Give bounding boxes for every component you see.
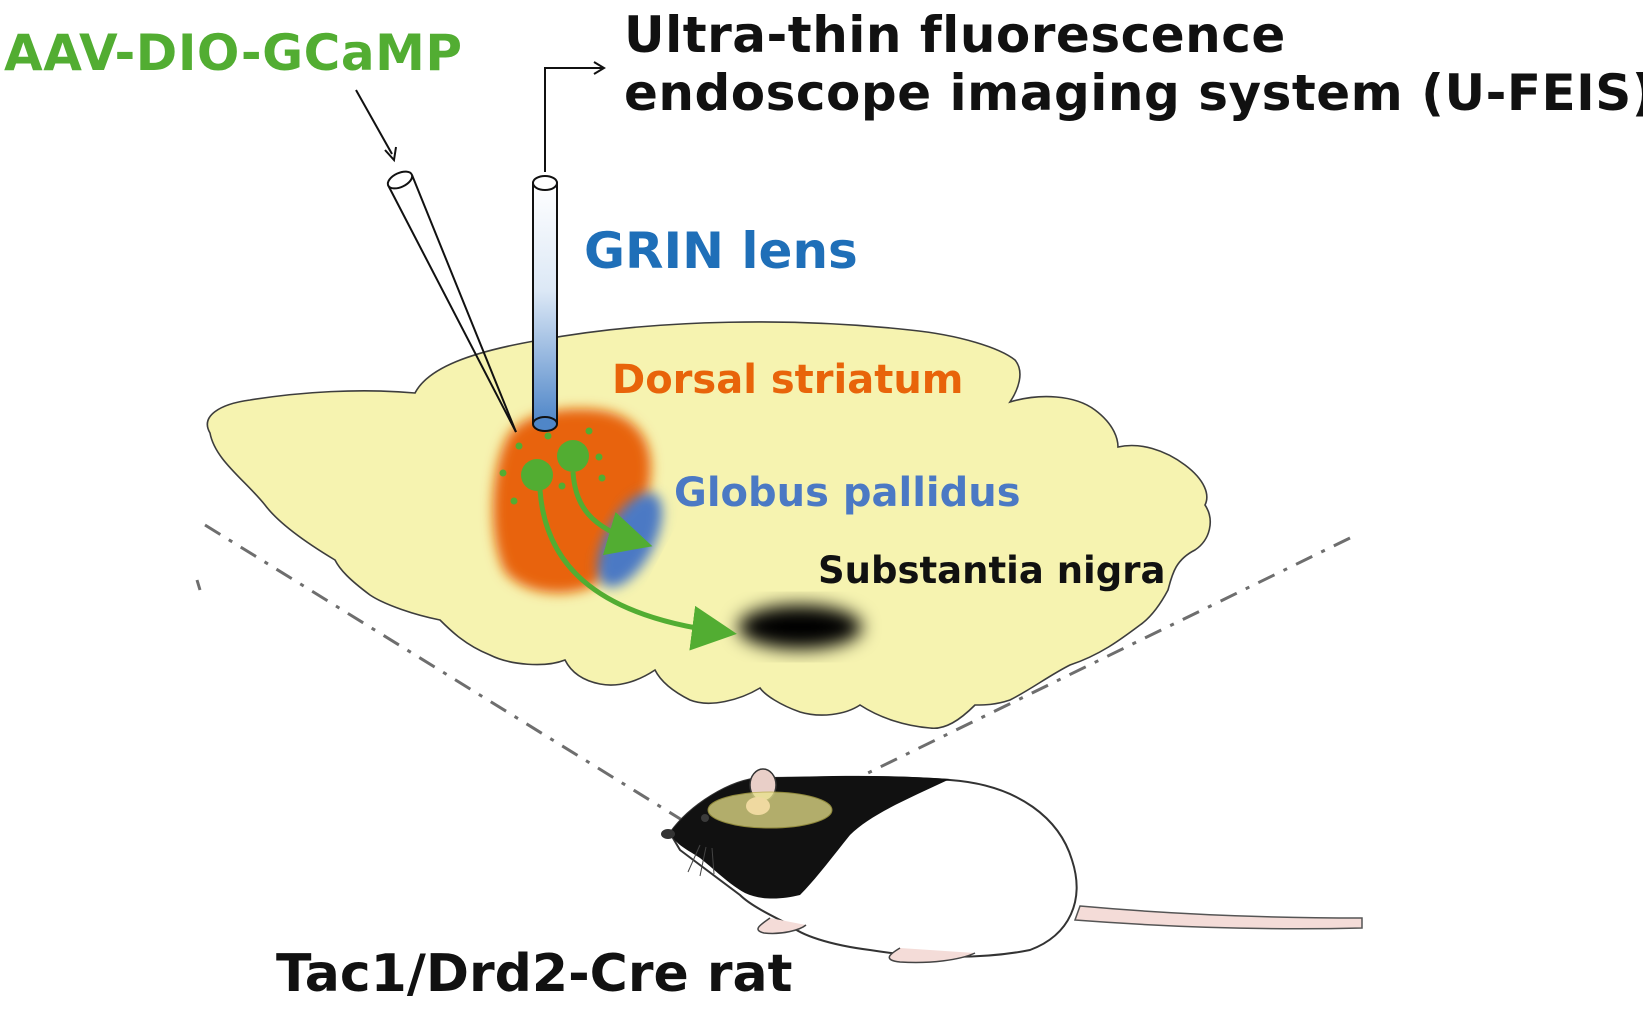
rat-label: Tac1/Drd2-Cre rat	[276, 944, 793, 1004]
rat-icon	[661, 768, 1363, 964]
perspective-lines	[195, 523, 1351, 822]
dorsal-striatum-label: Dorsal striatum	[612, 357, 964, 403]
lens-icon	[532, 175, 558, 432]
virus-label: AAV-DIO-GCaMP	[4, 24, 463, 82]
pipette-icon	[386, 170, 517, 433]
brain-section	[206, 321, 1211, 730]
virus-pointer-arrow	[355, 89, 397, 163]
neuron-group	[499, 427, 737, 651]
globus-pallidus-label: Globus pallidus	[674, 470, 1021, 516]
imaging-system-title-line-1: Ultra-thin fluorescence	[624, 6, 1286, 64]
substantia-nigra-region	[738, 605, 862, 649]
grin-lens-label: GRIN lens	[584, 222, 858, 280]
substantia-nigra-label: Substantia nigra	[818, 549, 1166, 592]
lens-pointer-arrow	[544, 61, 606, 172]
imaging-system-title-line-2: endoscope imaging system (U-FEIS)	[624, 64, 1643, 122]
